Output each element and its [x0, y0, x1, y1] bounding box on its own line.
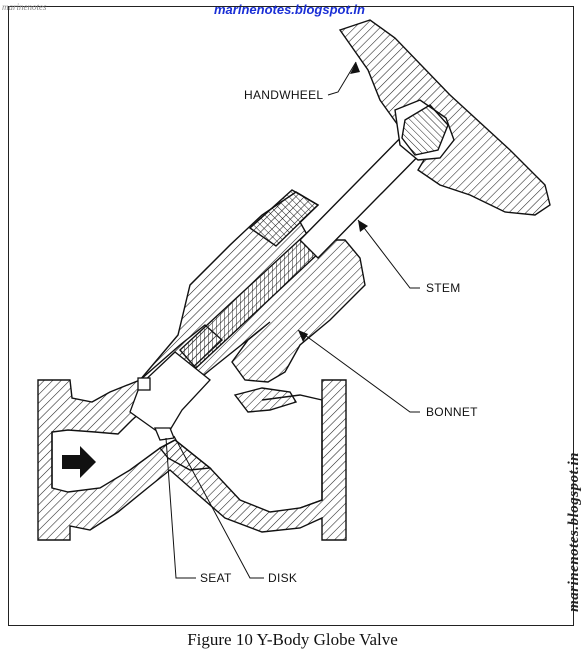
valve-body [37, 324, 347, 541]
label-seat: SEAT [200, 571, 232, 585]
watermark-top: marinenotes.blogspot.in [214, 2, 365, 17]
watermark-top-left: marinenotes [2, 2, 47, 12]
label-bonnet: BONNET [426, 405, 478, 419]
label-disk: DISK [268, 571, 297, 585]
label-stem: STEM [426, 281, 461, 295]
disk [129, 351, 211, 441]
leader-lines [165, 61, 420, 579]
label-handwheel: HANDWHEEL [244, 88, 323, 102]
leader-arrowheads [298, 62, 368, 342]
figure-frame [8, 6, 574, 626]
figure-caption: Figure 10 Y-Body Globe Valve [187, 630, 398, 649]
handwheel [338, 19, 551, 216]
flow-arrow-icon [62, 446, 96, 478]
